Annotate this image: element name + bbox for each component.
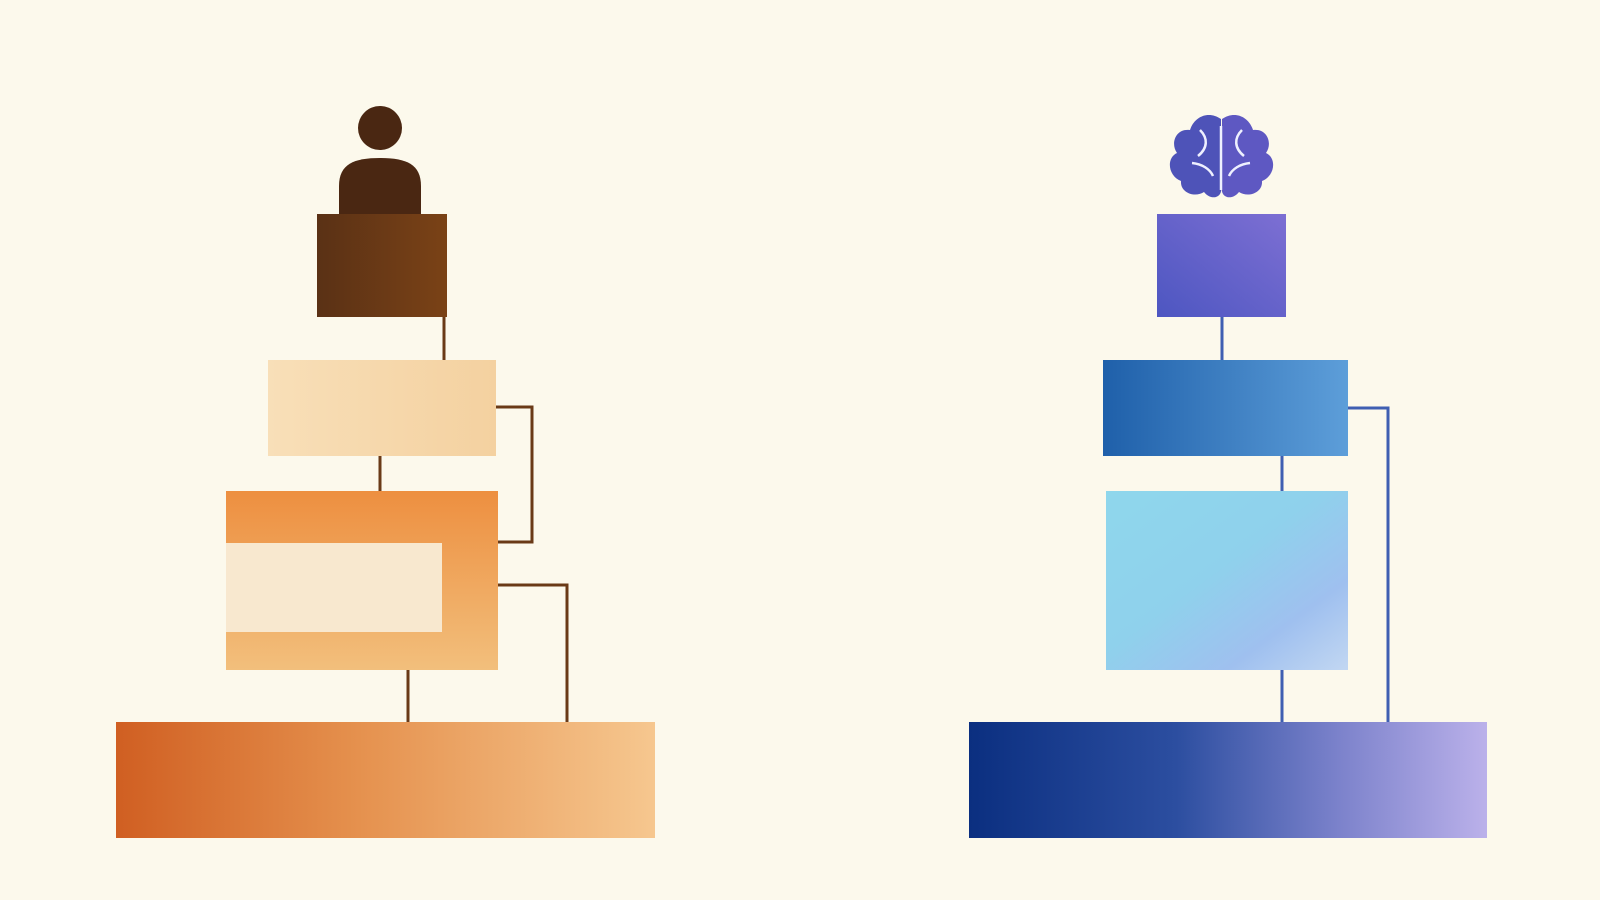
left-second-block <box>268 360 496 456</box>
left-connectors <box>378 317 569 722</box>
left-stack <box>116 106 655 838</box>
left-third-inner-panel <box>226 543 442 632</box>
brain-icon <box>1169 114 1274 198</box>
right-top-block <box>1157 214 1286 317</box>
right-stack <box>969 114 1487 838</box>
right-third-block <box>1106 491 1348 670</box>
right-second-block <box>1103 360 1348 456</box>
right-connectors <box>1220 317 1390 722</box>
person-icon <box>339 106 421 214</box>
left-base-block <box>116 722 655 838</box>
right-base-block <box>969 722 1487 838</box>
left-top-block <box>317 214 447 317</box>
